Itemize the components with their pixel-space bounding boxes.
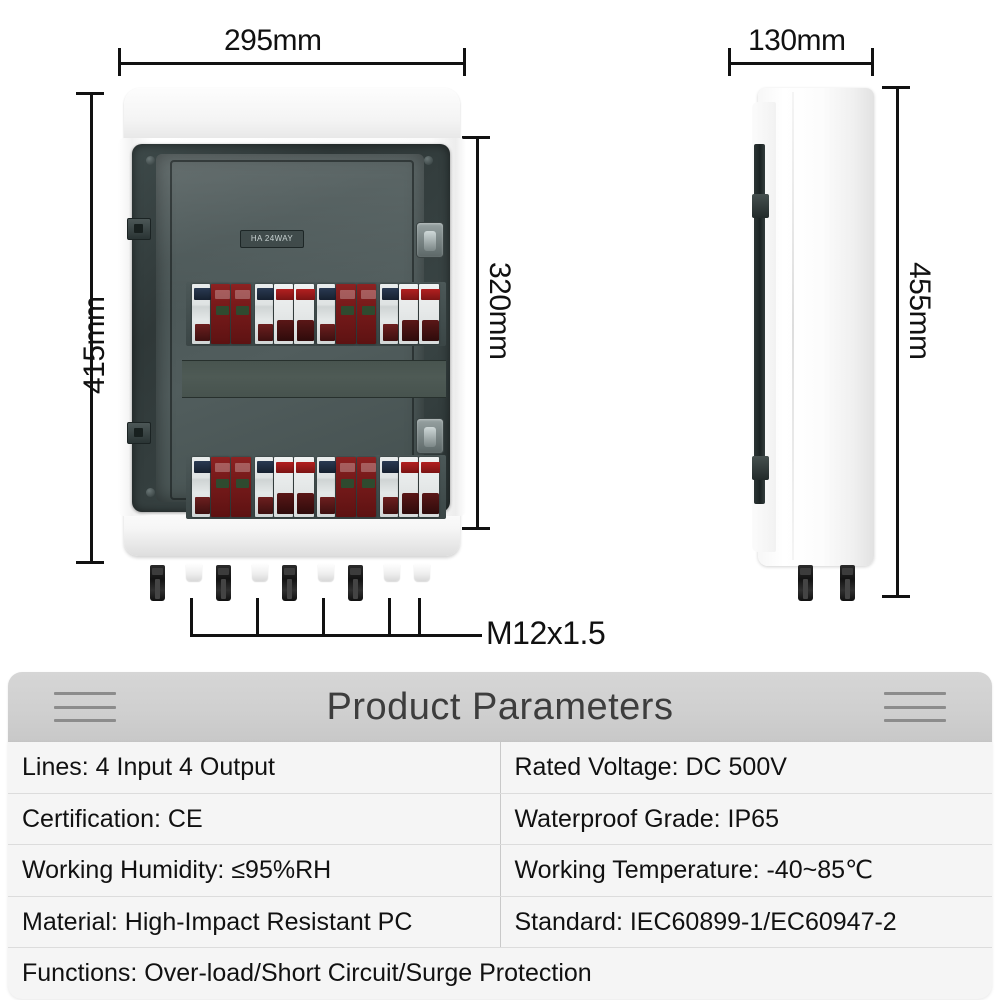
fuse-holder [254,284,274,344]
door-screw [424,156,433,165]
mc4-connector [150,565,165,601]
mc4-connector [840,565,855,601]
parameters-header: Product Parameters [8,672,992,742]
interior-divider-band [182,360,446,398]
cable-gland [384,563,400,581]
fuse-holder [192,457,211,517]
enclosure-top-cap [124,88,460,146]
circuit-breaker [419,284,440,344]
param-cell: Lines: 4 Input 4 Output [8,742,501,793]
cable-gland [414,563,430,581]
surge-protector [336,457,356,517]
fuse-holder [317,457,337,517]
surge-protector [356,457,377,517]
enclosure-side-seam [792,92,794,560]
enclosure-side-body [758,88,874,566]
dimension-thread-spec-label: M12x1.5 [486,615,606,651]
table-row: Material: High-Impact Resistant PC Stand… [8,895,992,947]
mc4-connector [282,565,297,601]
cable-gland [186,563,202,581]
circuit-breaker [398,284,420,344]
door-hinge [127,422,151,444]
door-latch[interactable] [416,222,444,258]
menu-lines-icon [884,692,946,722]
table-row: Working Humidity: ≤95%RH Working Tempera… [8,844,992,896]
fuse-holder [192,284,211,344]
fuse-holder [379,457,399,517]
door-hinge [752,456,769,480]
table-row: Functions: Over-load/Short Circuit/Surge… [8,947,992,999]
surge-protector [356,284,377,344]
transparent-door-frame: HA 24WAY [127,144,450,519]
door-hinge [752,194,769,218]
table-row: Lines: 4 Input 4 Output Rated Voltage: D… [8,742,992,793]
enclosure-side-view [730,88,890,588]
param-cell: Rated Voltage: DC 500V [514,753,787,781]
menu-lines-icon [54,692,116,722]
device-row-top [192,284,440,344]
door-screw [146,156,155,165]
mc4-connector [348,565,363,601]
circuit-breaker [273,457,295,517]
circuit-breaker [419,457,440,517]
surge-protector [336,284,356,344]
door-hinge [127,218,151,240]
surge-protector [210,284,231,344]
param-cell: Standard: IEC60899-1/EC60947-2 [514,907,897,936]
circuit-breaker [294,284,315,344]
cable-gland [318,563,334,581]
smoked-door-panel: HA 24WAY [156,154,446,519]
fuse-holder [254,457,274,517]
param-cell: Certification: CE [8,793,501,844]
surge-protector [210,457,231,517]
circuit-breaker [398,457,420,517]
device-row-bottom [192,457,440,517]
param-cell: Functions: Over-load/Short Circuit/Surge… [22,959,592,987]
table-row: Certification: CE Waterproof Grade: IP65 [8,792,992,844]
door-screw [146,488,155,497]
door-latch[interactable] [416,418,444,454]
circuit-breaker [294,457,315,517]
surge-protector [231,457,252,517]
cable-gland [252,563,268,581]
dimension-height-side-label: 455mm [903,262,936,360]
mc4-connector [798,565,813,601]
mc4-connector [216,565,231,601]
enclosure-front-view: HA 24WAY [118,88,466,556]
dimension-depth-side-label: 130mm [748,24,846,57]
dimension-height-door-label: 320mm [483,262,516,360]
circuit-breaker [273,284,295,344]
model-label: HA 24WAY [240,230,304,248]
dimension-height-total-label: 415mm [78,296,111,394]
param-cell: Material: High-Impact Resistant PC [8,896,501,947]
param-cell: Working Temperature: -40~85℃ [514,856,874,884]
surge-protector [231,284,252,344]
door-edge-strip [754,144,765,504]
parameters-title: Product Parameters [326,685,674,728]
fuse-holder [379,284,399,344]
product-parameters-panel: Product Parameters Lines: 4 Input 4 Outp… [8,672,992,999]
param-cell: Waterproof Grade: IP65 [514,804,779,833]
dimension-width-front-label: 295mm [224,24,322,57]
param-cell: Working Humidity: ≤95%RH [8,845,501,896]
fuse-holder [317,284,337,344]
parameters-table: Lines: 4 Input 4 Output Rated Voltage: D… [8,742,992,999]
